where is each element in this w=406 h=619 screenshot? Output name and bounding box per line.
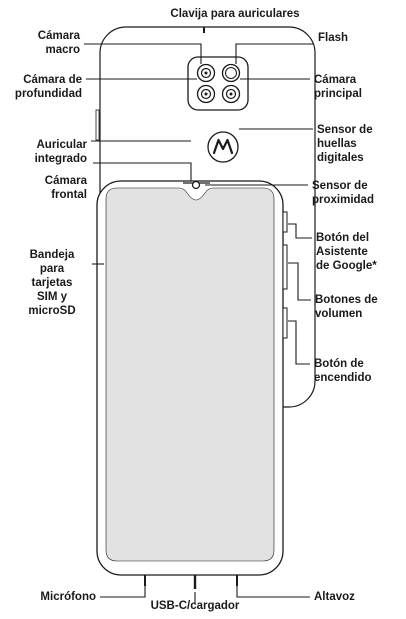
volume-buttons [282,244,288,290]
label-flash: Flash [318,32,349,44]
google-assistant-button [282,211,288,233]
label-microphone: Micrófono [40,591,96,603]
front-camera-lens [191,180,201,190]
label-earpiece: Auricular integrado [34,139,87,165]
leader-lines [84,43,314,603]
label-power-button: Botón de encendido [314,358,372,384]
label-macro-camera: Cámara macro [37,30,80,56]
label-headphone-jack: Clavija para auriculares [170,8,300,20]
depth-camera-lens [196,84,216,104]
label-volume-buttons: Botones de volumen [315,294,378,320]
label-speaker: Altavoz [314,591,355,603]
label-main-camera: Cámara principal [314,74,362,100]
label-depth-camera: Cámara de profundidad [14,74,82,100]
label-proximity-sensor: Sensor de proximidad [312,180,374,206]
camera-module [187,56,249,111]
label-usb-c: USB-C/cargador [150,600,240,612]
rear-side-button [95,109,100,141]
macro-camera-lens [196,63,216,83]
power-button [282,307,288,339]
display-screen [105,187,275,562]
label-google-assistant-button: Botón del Asistente de Google* [316,232,377,272]
label-front-camera: Cámara frontal [44,175,87,201]
main-camera-lens [221,84,241,104]
label-fingerprint-sensor: Sensor de huellas digitales [317,124,373,164]
motorola-logo-icon [207,131,239,163]
flash-lens [221,63,241,83]
label-sim-tray: Bandeja para tarjetas SIM y microSD [28,249,76,317]
